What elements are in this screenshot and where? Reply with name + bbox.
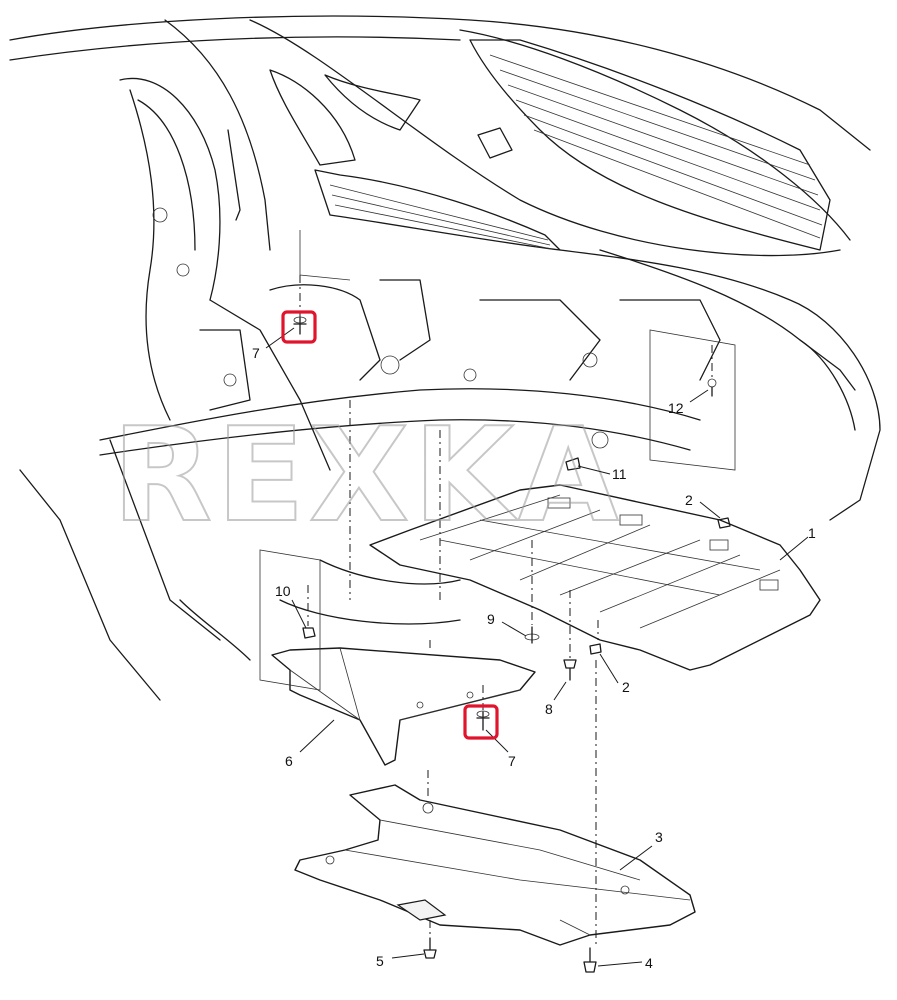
highlight-box-7-upper	[281, 310, 317, 344]
fastener-2-lower	[589, 643, 602, 655]
callout-6: 6	[285, 753, 293, 769]
callout-2-upper: 2	[685, 492, 693, 508]
fastener-11	[565, 457, 581, 471]
fastener-7-lower	[476, 710, 490, 731]
fastener-5	[423, 937, 437, 959]
watermark-text: REXKA	[112, 399, 622, 551]
fasteners	[293, 316, 731, 973]
part-3-lower-splash-shield	[294, 784, 696, 946]
fastener-8	[563, 659, 577, 681]
callout-10: 10	[275, 583, 291, 599]
part-6-side-deflector	[271, 647, 536, 766]
highlight-box-7-lower	[463, 704, 499, 740]
callout-7-upper: 7	[252, 345, 260, 361]
callout-5: 5	[376, 953, 384, 969]
fastener-9	[524, 626, 540, 644]
callout-4: 4	[645, 955, 653, 971]
callout-2-lower: 2	[622, 679, 630, 695]
vehicle-front-body	[9, 15, 881, 701]
fastener-7-upper	[293, 316, 307, 335]
callout-7-lower: 7	[508, 753, 516, 769]
fastener-10	[302, 627, 316, 639]
callout-8: 8	[545, 701, 553, 717]
part-1-air-deflector	[369, 484, 821, 671]
fastener-2-upper	[717, 517, 731, 529]
callout-12: 12	[668, 400, 684, 416]
callout-labels: 1 2 2 3 4 5 6 7 7 8 9 10 11 12	[252, 345, 816, 971]
fastener-12	[707, 378, 717, 397]
callout-1: 1	[808, 525, 816, 541]
leader-lines	[265, 327, 809, 967]
callout-9: 9	[487, 611, 495, 627]
callout-3: 3	[655, 829, 663, 845]
fastener-4	[583, 947, 597, 973]
alignment-lines	[259, 230, 736, 948]
callout-11: 11	[612, 466, 627, 482]
